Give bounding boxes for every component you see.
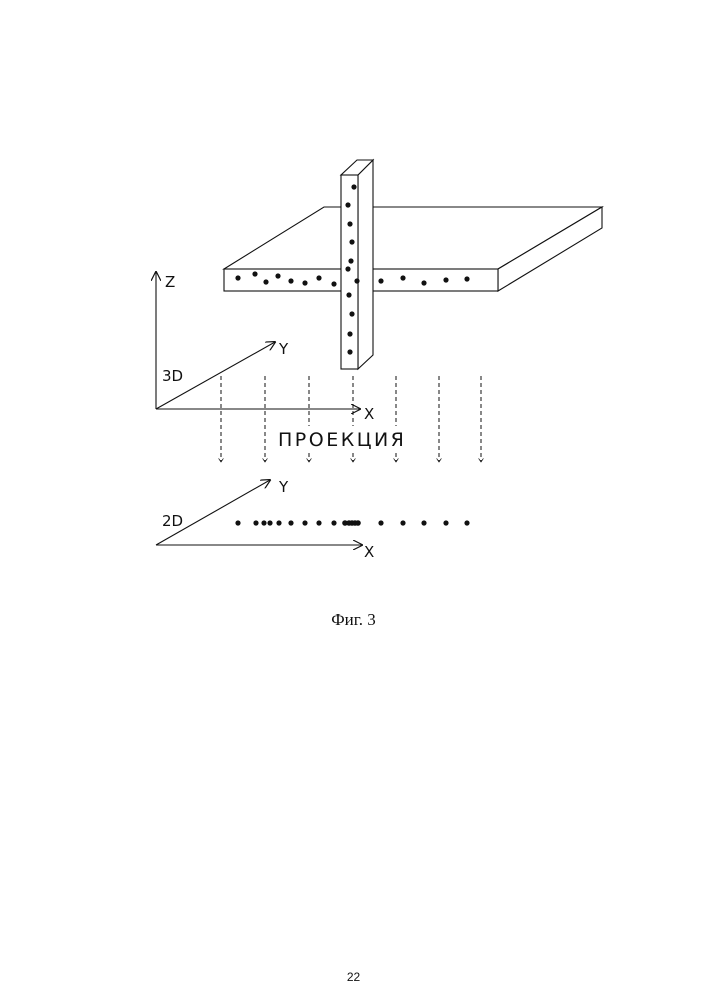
point [349,239,354,244]
point [347,349,352,354]
slab-3d [224,207,602,291]
point [252,271,257,276]
point [354,278,359,283]
point [349,311,354,316]
point [443,520,448,525]
plate-vertical [341,160,373,369]
point [443,277,448,282]
point [331,281,336,286]
plate-side-face [358,160,373,369]
point [464,520,469,525]
projected-points [235,520,469,526]
point [253,520,258,525]
page-number: 22 [0,970,707,984]
point [276,520,281,525]
point [345,202,350,207]
point [400,520,405,525]
dim-2d-label: 2D [162,512,183,530]
point [421,280,426,285]
point [263,279,268,284]
point [316,275,321,280]
point [275,273,280,278]
point [421,520,426,525]
axes-2d [156,480,362,545]
point [355,520,361,526]
axes-3d [156,272,360,409]
point [346,292,351,297]
point [331,520,336,525]
x-axis-3d-label: X [364,405,374,423]
point [345,266,350,271]
point [351,184,356,189]
point [261,520,266,525]
dim-3d-label: 3D [162,367,183,385]
projection-label: ПРОЕКЦИЯ [278,429,406,451]
point [302,520,307,525]
point [400,275,405,280]
point [464,276,469,281]
point [235,275,240,280]
x-axis-2d-label: X [364,543,374,561]
point [316,520,321,525]
figure-caption: Фиг. 3 [0,610,707,630]
point [235,520,240,525]
point [347,331,352,336]
z-axis-label: Z [165,273,175,291]
point [347,221,352,226]
point [302,280,307,285]
point [267,520,272,525]
point [288,278,293,283]
point [348,258,353,263]
y-axis-2d-label: Y [278,478,289,496]
point [378,278,383,283]
y-axis-3d-label: Y [278,340,289,358]
point [378,520,383,525]
point [288,520,293,525]
